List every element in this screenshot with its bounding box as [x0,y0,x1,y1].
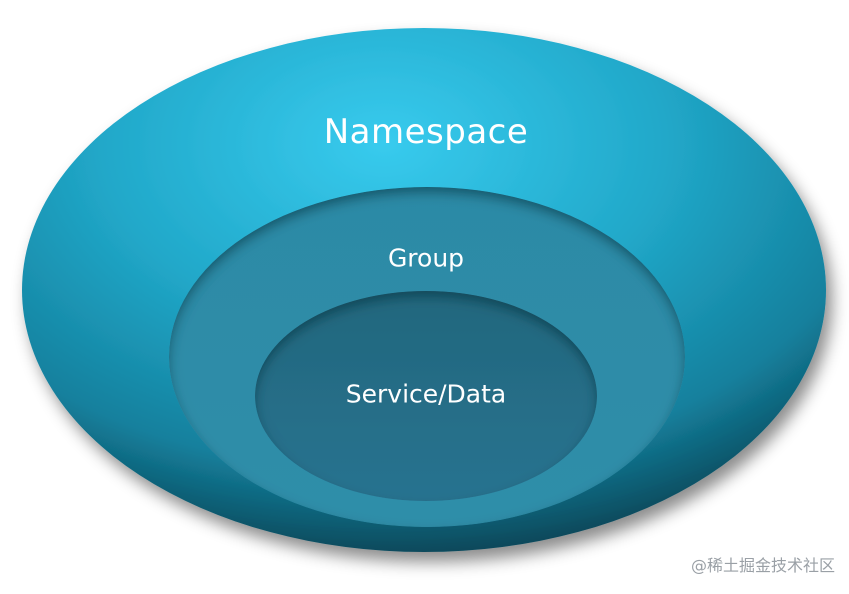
service-data-label: Service/Data [345,379,507,409]
namespace-label: Namespace [323,112,529,152]
watermark-text: @稀土掘金技术社区 [690,556,835,575]
service-data-ellipse [255,291,597,501]
group-label: Group [387,243,465,273]
